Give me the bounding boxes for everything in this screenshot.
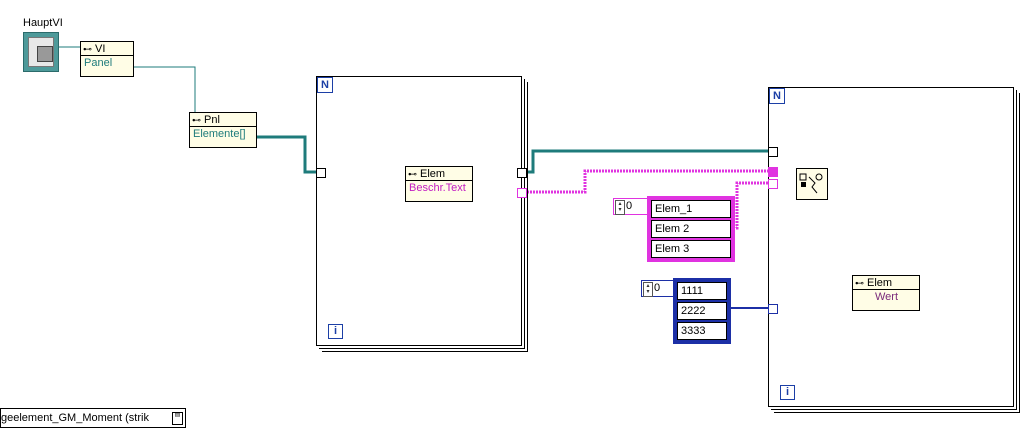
- reference-indicator-label: geelement_GM_Moment (strik: [1, 412, 149, 424]
- loop2-input-tunnel-string[interactable]: [768, 167, 778, 177]
- number-array-constant[interactable]: 1111 2222 3333: [673, 278, 731, 344]
- element-property-node-header: ⊷ Elem: [853, 276, 919, 290]
- reference-key-icon: ⊷: [192, 114, 201, 125]
- vi-reference-terminal[interactable]: [23, 32, 59, 72]
- index-spinner-icon[interactable]: ▴▾: [643, 282, 653, 297]
- loop2-input-tunnel-string-array[interactable]: [768, 179, 778, 189]
- vi-property-node[interactable]: ⊷ VI Panel: [80, 41, 134, 77]
- reference-indicator-terminal[interactable]: geelement_GM_Moment (strik ▤: [0, 408, 186, 428]
- panel-property-node[interactable]: ⊷ Pnl Elemente[]: [189, 112, 257, 148]
- loop1-input-tunnel[interactable]: [316, 168, 326, 178]
- panel-property-node-header: ⊷ Pnl: [190, 113, 256, 127]
- element-property-node-class: Elem: [867, 276, 893, 289]
- string-array-element[interactable]: Elem 2: [651, 220, 731, 238]
- reference-key-icon: ⊷: [83, 43, 92, 54]
- reference-key-icon: ⊷: [408, 168, 417, 179]
- for-loop-1[interactable]: N i: [316, 76, 522, 346]
- search-array-glyph: [799, 173, 823, 194]
- number-array-index[interactable]: ▴▾ 0: [641, 280, 677, 297]
- vi-icon-body: [28, 37, 54, 67]
- number-array-index-value: 0: [654, 282, 661, 294]
- string-array-index[interactable]: ▴▾ 0: [613, 198, 649, 215]
- vi-property-panel[interactable]: Panel: [84, 57, 113, 69]
- number-array-element[interactable]: 3333: [677, 322, 727, 340]
- panel-property-elements[interactable]: Elemente[]: [193, 128, 246, 140]
- number-array-element[interactable]: 1111: [677, 282, 727, 300]
- loop-iteration-terminal: i: [780, 385, 795, 400]
- string-array-element[interactable]: Elem 3: [651, 240, 731, 258]
- loop2-input-tunnel-ref[interactable]: [768, 147, 778, 157]
- element-property-node-caption[interactable]: ⊷ Elem Beschr.Text: [405, 166, 473, 202]
- number-array-element[interactable]: 2222: [677, 302, 727, 320]
- loop-count-terminal[interactable]: N: [769, 88, 785, 104]
- loop-iteration-terminal: i: [328, 324, 343, 339]
- vi-reference-label: HauptVI: [23, 17, 63, 29]
- element-property-node-header: ⊷ Elem: [406, 167, 472, 181]
- string-array-constant[interactable]: Elem_1 Elem 2 Elem 3: [647, 196, 735, 262]
- loop1-output-tunnel-ref[interactable]: [517, 168, 527, 178]
- vi-icon-glyph: [37, 46, 53, 62]
- reference-indicator-icon: ▤: [172, 412, 183, 425]
- loop2-input-tunnel-number[interactable]: [768, 304, 778, 314]
- element-property-value[interactable]: Wert: [875, 291, 899, 303]
- string-array-index-value: 0: [626, 200, 633, 212]
- panel-property-node-class: Pnl: [204, 113, 220, 126]
- for-loop-2[interactable]: N i: [768, 87, 1014, 407]
- loop1-output-tunnel-string[interactable]: [517, 188, 527, 198]
- element-property-node-class: Elem: [420, 167, 446, 180]
- loop-count-terminal[interactable]: N: [317, 77, 333, 93]
- reference-key-icon: ⊷: [855, 277, 864, 288]
- search-array-function-icon[interactable]: [796, 168, 828, 200]
- element-property-node-value[interactable]: ⊷ Elem Wert: [852, 275, 920, 311]
- string-array-element[interactable]: Elem_1: [651, 200, 731, 218]
- element-property-caption-text[interactable]: Beschr.Text: [409, 182, 466, 194]
- index-spinner-icon[interactable]: ▴▾: [615, 200, 625, 215]
- vi-property-node-header: ⊷ VI: [81, 42, 133, 56]
- vi-property-node-class: VI: [95, 42, 106, 55]
